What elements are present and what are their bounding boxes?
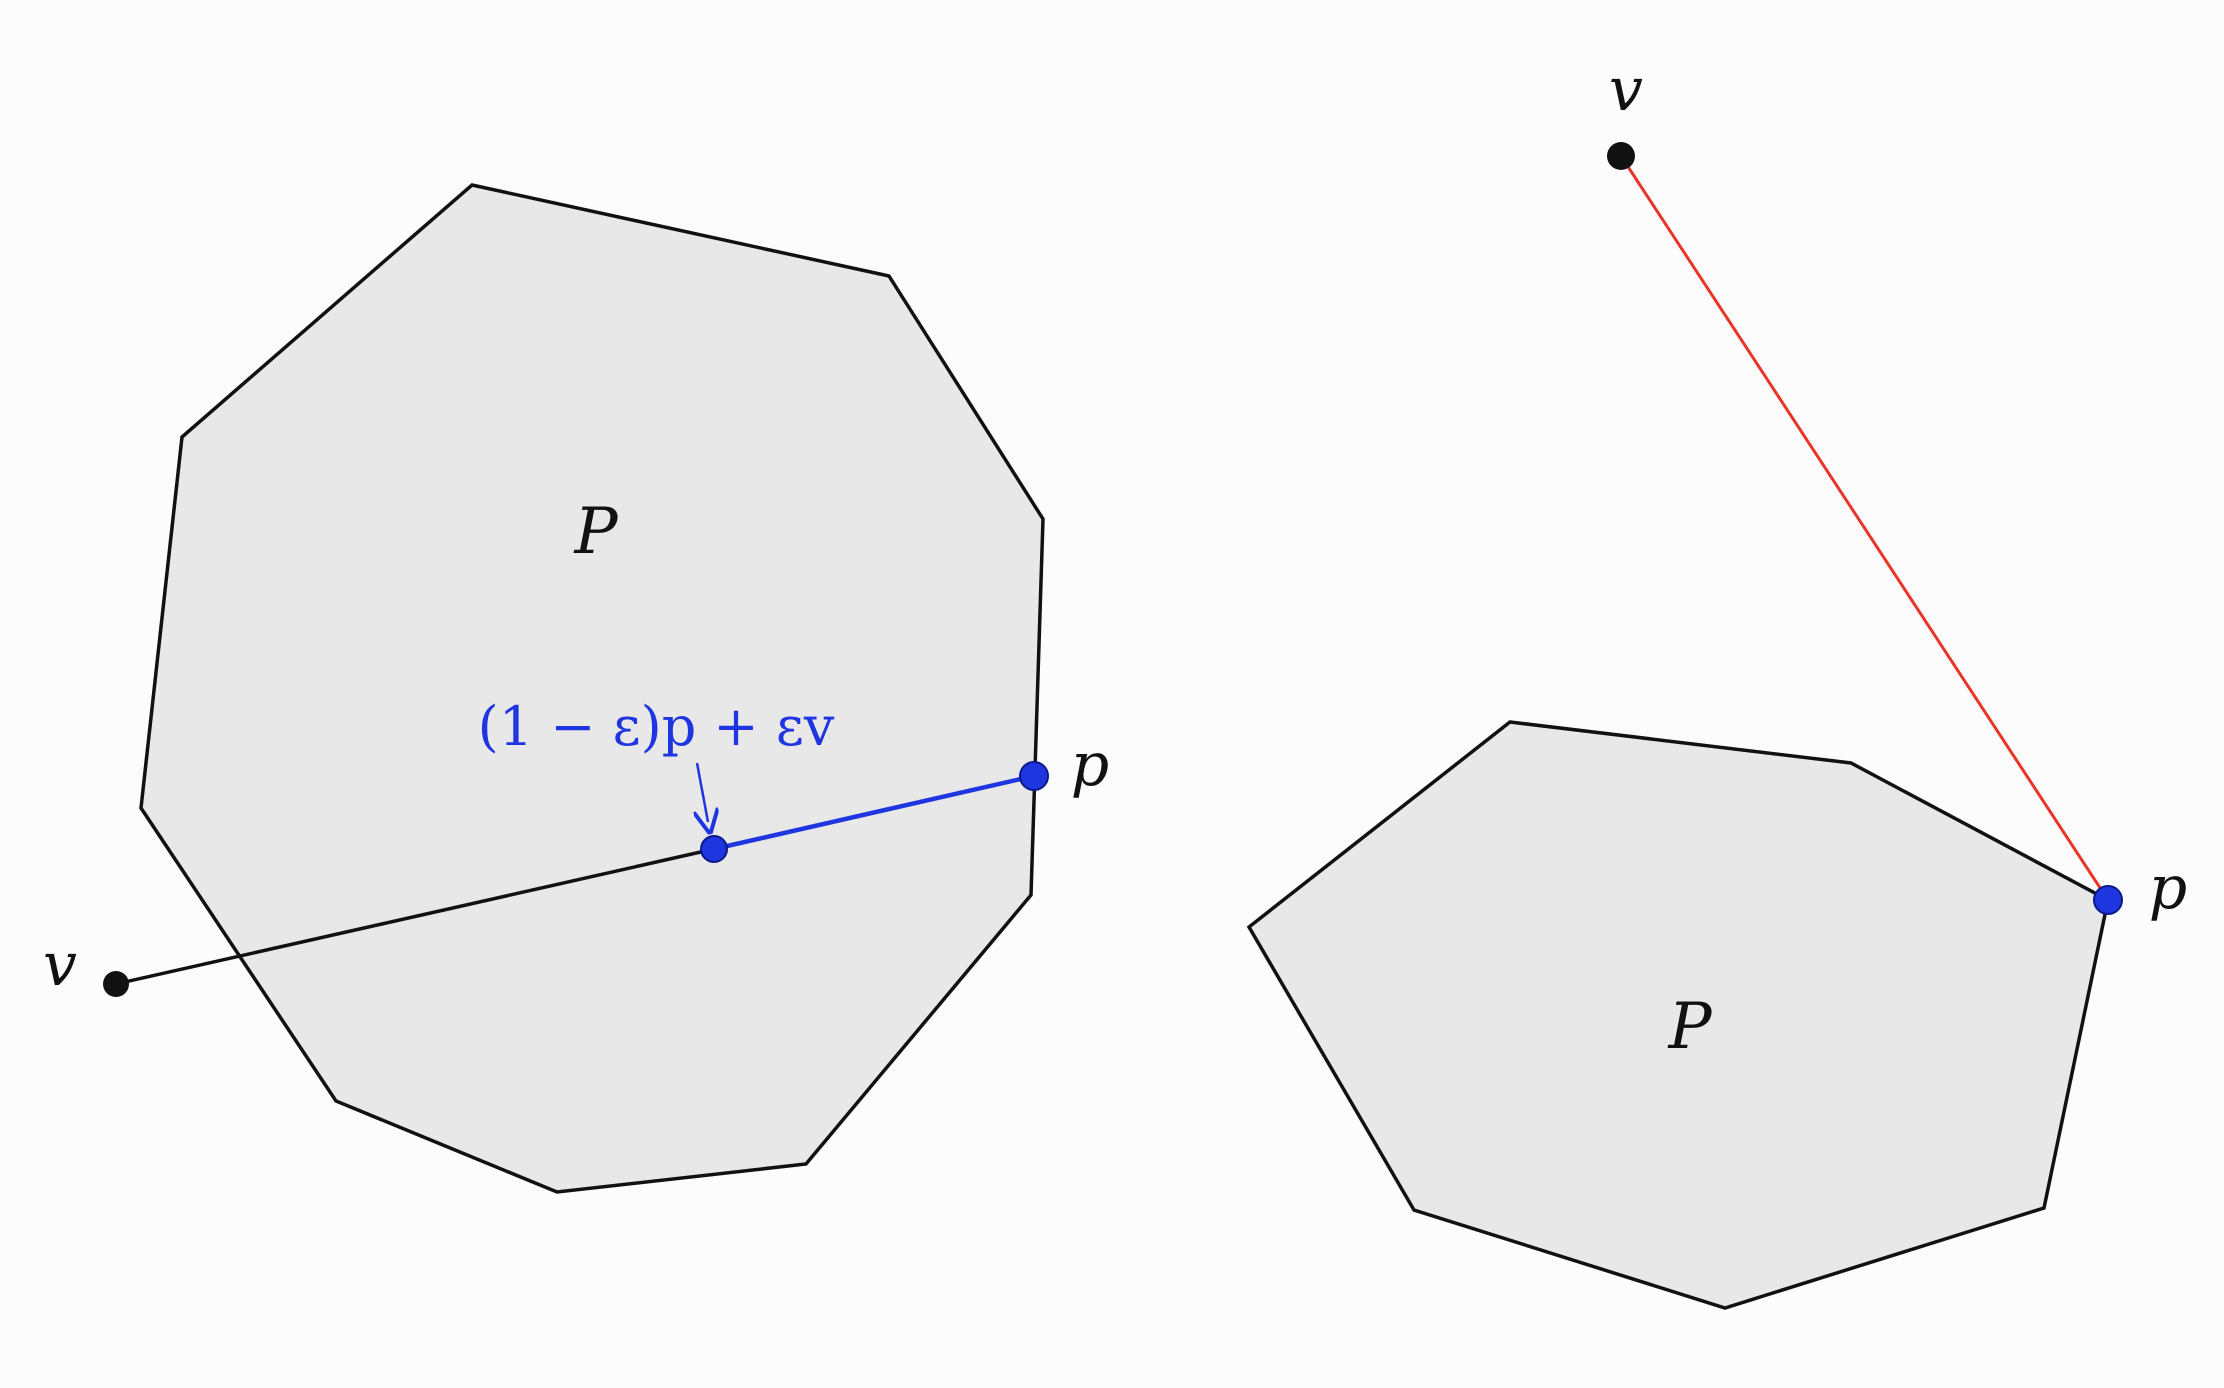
right-polygon-label: P bbox=[1667, 990, 1712, 1064]
right-point-p bbox=[2093, 885, 2123, 915]
right-point-p-label: p bbox=[2149, 853, 2187, 923]
left-point-v-label: v bbox=[43, 930, 77, 1000]
left-panel: P v p (1 − ε)p + εv bbox=[43, 183, 1109, 1194]
right-point-v bbox=[1607, 142, 1635, 170]
left-polygon-P bbox=[139, 183, 1045, 1194]
formula-pointer-arrow bbox=[697, 762, 708, 822]
left-point-p bbox=[1019, 761, 1049, 791]
left-segment-v-to-interior bbox=[115, 847, 715, 986]
left-segment-interior-to-p bbox=[713, 773, 1035, 852]
left-point-p-label: p bbox=[1071, 730, 1109, 800]
formula-label: (1 − ε)p + εv bbox=[478, 695, 835, 758]
right-point-v-label: v bbox=[1609, 55, 1643, 125]
right-polygon-P bbox=[1246, 720, 2110, 1310]
right-panel: P v p bbox=[1246, 55, 2187, 1310]
left-point-v bbox=[103, 971, 129, 997]
right-segment-v-to-p bbox=[1619, 155, 2110, 901]
left-point-interior bbox=[700, 835, 728, 863]
left-polygon-label: P bbox=[573, 495, 618, 569]
